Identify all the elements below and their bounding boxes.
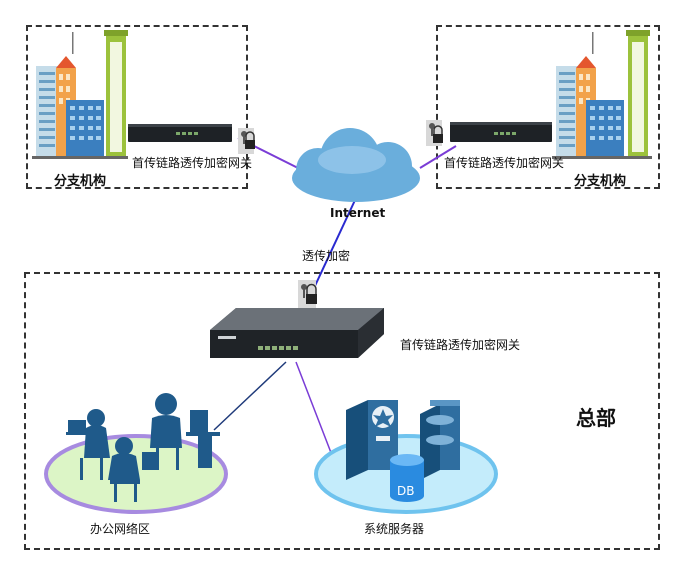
db-cylinder-icon [390, 454, 424, 502]
db-label: DB [397, 484, 415, 498]
right-buildings-icon [552, 30, 652, 159]
headquarters-box [24, 272, 660, 550]
left-branch-title: 分支机构 [54, 174, 107, 189]
link-right-branch [419, 145, 457, 169]
left-gateway-icon [128, 124, 232, 142]
branch-right-box [436, 25, 660, 189]
left-buildings-icon [32, 30, 128, 159]
right-gateway-icon [450, 122, 552, 142]
internet-cloud-icon [292, 128, 420, 202]
left-gateway-label: 首传链路透传加密网关 [132, 156, 253, 170]
server-rack-left-icon [346, 400, 398, 480]
server-zone-label: 系统服务器 [364, 522, 425, 536]
branch-left-box [26, 25, 248, 189]
office-users-icon [66, 393, 220, 502]
office-zone-label: 办公网络区 [90, 522, 151, 536]
server-rack-right-icon [420, 400, 460, 480]
hq-title: 总部 [576, 406, 616, 430]
right-lock-icon [426, 120, 443, 146]
right-branch-title: 分支机构 [574, 174, 627, 189]
hq-gateway-icon [210, 308, 384, 358]
hq-lock-icon [298, 280, 317, 308]
right-gateway-label: 首传链路透传加密网关 [444, 156, 565, 170]
internet-label: Internet [330, 206, 386, 220]
link-label: 透传加密 [302, 249, 351, 263]
link-hq-office [213, 361, 287, 431]
hq-gateway-label: 首传链路透传加密网关 [400, 338, 521, 352]
left-lock-icon [238, 128, 255, 154]
